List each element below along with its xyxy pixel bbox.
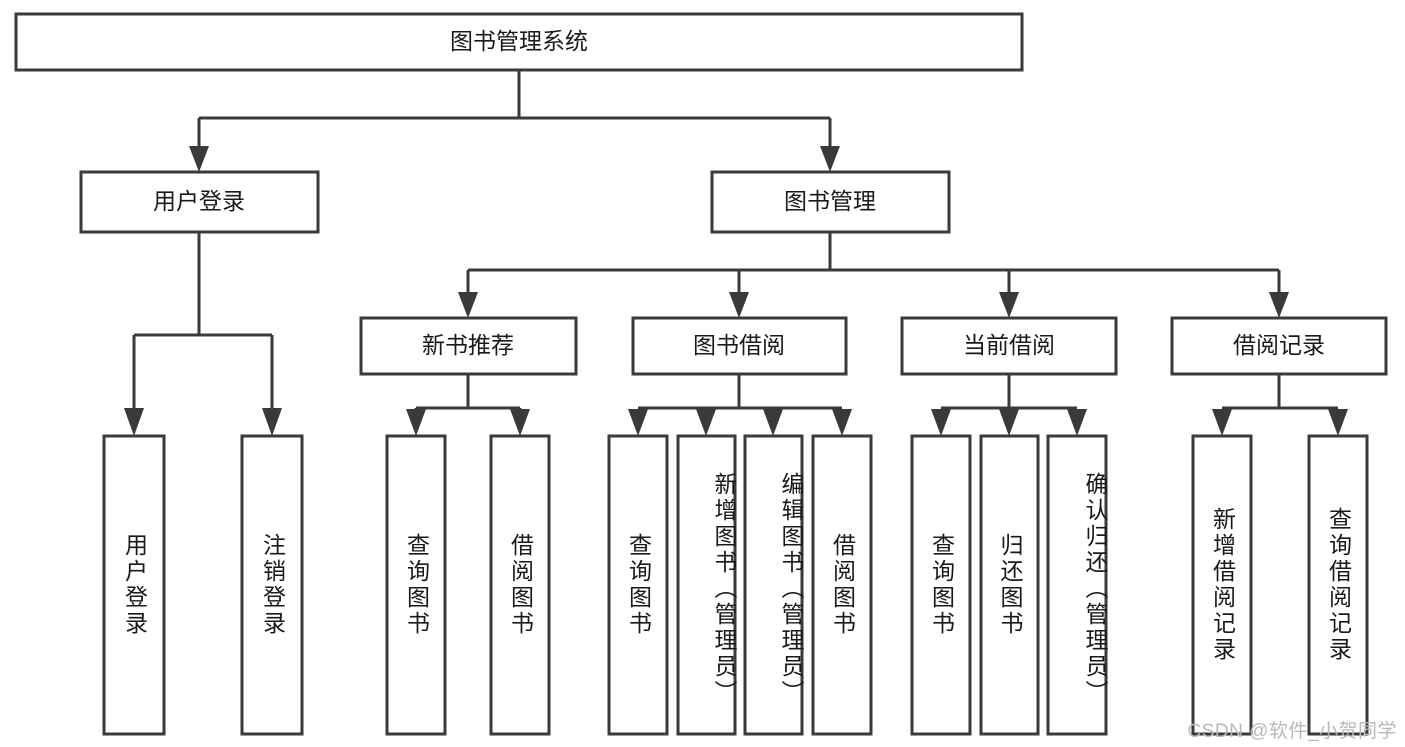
arrow-head-icon [124, 408, 144, 436]
node-leaf-query-book-3[interactable] [910, 434, 972, 736]
node-user-login[interactable] [79, 170, 320, 234]
node-borrow-record[interactable] [1170, 316, 1388, 376]
node-book-borrow[interactable] [631, 316, 848, 376]
arrow-head-icon [406, 409, 426, 436]
node-leaf-edit-book[interactable] [743, 434, 804, 736]
node-book-borrow-label: 图书借阅 [693, 332, 785, 358]
node-current-borrow-label: 当前借阅 [963, 332, 1055, 358]
arrow-head-icon [628, 409, 648, 436]
connector-group-book-manage [458, 232, 1289, 318]
arrow-head-icon [510, 409, 530, 436]
node-user-login-label: 用户登录 [153, 188, 245, 214]
arrow-head-icon [999, 409, 1019, 436]
arrow-head-icon [931, 409, 951, 436]
node-leaf-borrow-book-1[interactable] [489, 434, 551, 736]
node-current-borrow[interactable] [900, 316, 1118, 376]
node-root[interactable] [14, 12, 1024, 72]
node-leaf-add-book[interactable] [676, 434, 737, 736]
arrow-head-icon [729, 292, 749, 318]
node-book-manage-label: 图书管理 [784, 188, 876, 214]
node-new-book-recommend[interactable] [359, 316, 578, 376]
node-leaf-user-login[interactable] [102, 434, 166, 736]
watermark-text: CSDN @软件_小贺同学 [1187, 721, 1397, 742]
arrow-head-icon [189, 146, 209, 172]
connector-group-book-borrow [628, 374, 852, 436]
node-new-book-recommend-label: 新书推荐 [422, 332, 514, 358]
node-leaf-return-book[interactable] [979, 434, 1040, 736]
node-borrow-record-label: 借阅记录 [1233, 332, 1325, 358]
arrow-head-icon [832, 409, 852, 436]
node-leaf-add-record[interactable] [1191, 434, 1253, 736]
node-leaf-confirm-return[interactable] [1046, 434, 1108, 736]
arrow-head-icon [763, 409, 783, 436]
arrow-head-icon [696, 409, 716, 436]
node-leaf-borrow-book-2[interactable] [811, 434, 873, 736]
arrow-head-icon [1067, 409, 1087, 436]
arrow-head-icon [1212, 409, 1232, 436]
arrow-head-icon [262, 408, 282, 436]
node-leaf-query-book-2[interactable] [607, 434, 669, 736]
connector-group-current-borrow [931, 374, 1087, 436]
node-leaf-query-record[interactable] [1307, 434, 1369, 736]
node-leaf-query-book-1[interactable] [385, 434, 447, 736]
arrow-head-icon [820, 146, 840, 172]
connector-group-new-book [406, 374, 530, 436]
arrow-head-icon [458, 292, 478, 318]
connector-group-borrow-record [1212, 374, 1348, 436]
arrow-head-icon [999, 292, 1019, 318]
node-leaf-logout[interactable] [240, 434, 304, 736]
arrow-head-icon [1269, 292, 1289, 318]
connector-group-user-login [124, 232, 282, 436]
arrow-head-icon [1328, 409, 1348, 436]
connector-group-root [189, 70, 840, 172]
node-root-label: 图书管理系统 [450, 28, 588, 54]
node-book-manage[interactable] [710, 170, 951, 234]
